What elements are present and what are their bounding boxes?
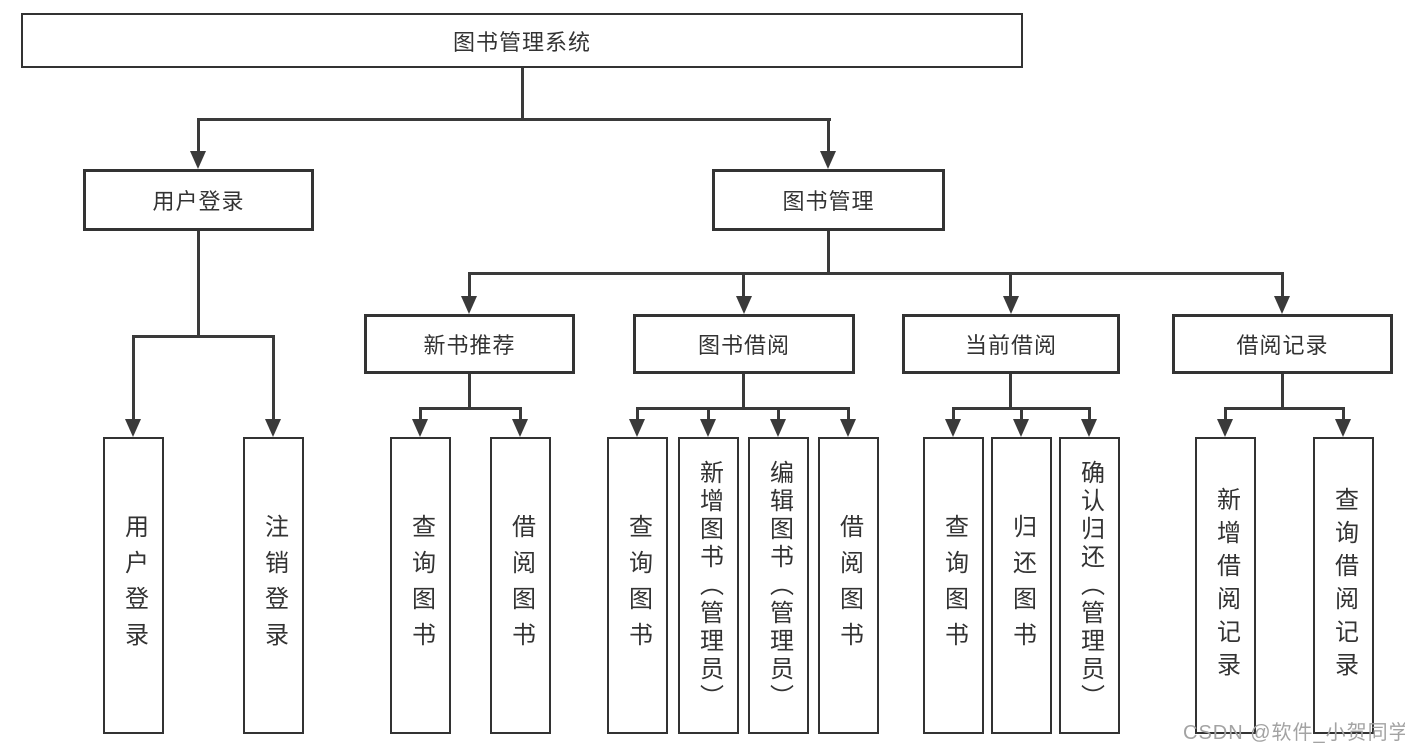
connector-line	[1088, 407, 1091, 419]
leaf-recommend-query-books: 查询图书	[390, 437, 451, 734]
arrowhead-icon	[1274, 296, 1290, 314]
leaf-label: 查询图书	[407, 513, 435, 658]
connector-line	[468, 374, 471, 407]
connector-line	[197, 118, 200, 152]
node-book-borrowing: 图书借阅	[633, 314, 855, 374]
connector-line	[707, 407, 710, 419]
arrowhead-icon	[1335, 419, 1351, 437]
csdn-watermark: CSDN @软件_小贺同学	[1183, 722, 1405, 744]
arrowhead-icon	[125, 419, 141, 437]
connector-line	[419, 407, 522, 410]
leaf-label: 用户登录	[120, 513, 148, 658]
node-library-management-system: 图书管理系统	[21, 13, 1023, 68]
connector-line	[1281, 374, 1284, 407]
leaf-borrowing-add-books-admin: 新增图书（管理员）	[678, 437, 739, 734]
node-label: 当前借阅	[964, 333, 1057, 358]
arrowhead-icon	[736, 296, 752, 314]
connector-line	[827, 118, 830, 152]
connector-line	[1224, 407, 1344, 410]
arrowhead-icon	[1081, 419, 1097, 437]
arrowhead-icon	[770, 419, 786, 437]
arrowhead-icon	[265, 419, 281, 437]
node-label: 图书管理系统	[452, 29, 591, 55]
leaf-label: 编辑图书（管理员）	[765, 459, 793, 712]
connector-line	[1281, 272, 1284, 296]
connector-line	[636, 407, 849, 410]
node-label: 借阅记录	[1236, 333, 1329, 358]
node-label: 图书借阅	[697, 333, 790, 358]
arrowhead-icon	[190, 151, 206, 169]
node-label: 用户登录	[152, 189, 245, 214]
arrowhead-icon	[461, 296, 477, 314]
connector-line	[197, 231, 200, 335]
connector-line	[847, 407, 850, 419]
connector-line	[468, 272, 471, 296]
leaf-label: 借阅图书	[835, 513, 863, 658]
connector-line	[1009, 374, 1012, 407]
connector-line	[468, 272, 1284, 275]
leaf-label: 查询图书	[624, 513, 652, 658]
leaf-current-confirm-return-admin: 确认归还（管理员）	[1059, 437, 1120, 734]
arrowhead-icon	[1013, 419, 1029, 437]
connector-line	[1020, 407, 1023, 419]
arrowhead-icon	[1003, 296, 1019, 314]
node-label: 新书推荐	[423, 333, 516, 358]
leaf-label: 确认归还（管理员）	[1076, 459, 1104, 712]
connector-line	[197, 118, 831, 121]
connector-line	[777, 407, 780, 419]
node-new-book-recommendation: 新书推荐	[364, 314, 575, 374]
connector-line	[1342, 407, 1345, 419]
leaf-user-login: 用户登录	[103, 437, 164, 734]
node-user-login: 用户登录	[83, 169, 314, 231]
connector-line	[419, 407, 422, 419]
node-borrowing-records: 借阅记录	[1172, 314, 1393, 374]
connector-line	[132, 335, 275, 338]
arrowhead-icon	[412, 419, 428, 437]
leaf-current-return-books: 归还图书	[991, 437, 1052, 734]
arrowhead-icon	[700, 419, 716, 437]
leaf-label: 注销登录	[260, 513, 288, 658]
connector-line	[132, 335, 135, 419]
leaf-records-query-borrow-record: 查询借阅记录	[1313, 437, 1374, 734]
arrowhead-icon	[820, 151, 836, 169]
node-book-management: 图书管理	[712, 169, 945, 231]
arrowhead-icon	[512, 419, 528, 437]
leaf-recommend-borrow-books: 借阅图书	[490, 437, 551, 734]
leaf-borrowing-edit-books-admin: 编辑图书（管理员）	[748, 437, 809, 734]
connector-line	[519, 407, 522, 419]
leaf-label: 新增借阅记录	[1212, 486, 1240, 685]
connector-line	[952, 407, 955, 419]
node-label: 图书管理	[782, 189, 875, 214]
connector-line	[521, 68, 524, 118]
leaf-label: 借阅图书	[507, 513, 535, 658]
leaf-records-add-borrow-record: 新增借阅记录	[1195, 437, 1256, 734]
leaf-borrowing-borrow-books: 借阅图书	[818, 437, 879, 734]
node-current-borrowing: 当前借阅	[902, 314, 1120, 374]
leaf-label: 新增图书（管理员）	[695, 459, 723, 712]
connector-line	[636, 407, 639, 419]
arrowhead-icon	[840, 419, 856, 437]
connector-line	[272, 335, 275, 419]
leaf-label: 查询借阅记录	[1330, 486, 1358, 685]
arrowhead-icon	[945, 419, 961, 437]
leaf-label: 归还图书	[1008, 513, 1036, 658]
leaf-current-query-books: 查询图书	[923, 437, 984, 734]
connector-line	[1009, 272, 1012, 296]
connector-line	[827, 231, 830, 272]
connector-line	[1224, 407, 1227, 419]
leaf-logout: 注销登录	[243, 437, 304, 734]
leaf-label: 查询图书	[940, 513, 968, 658]
arrowhead-icon	[1217, 419, 1233, 437]
connector-line	[742, 374, 745, 407]
leaf-borrowing-query-books: 查询图书	[607, 437, 668, 734]
arrowhead-icon	[629, 419, 645, 437]
connector-line	[742, 272, 745, 296]
